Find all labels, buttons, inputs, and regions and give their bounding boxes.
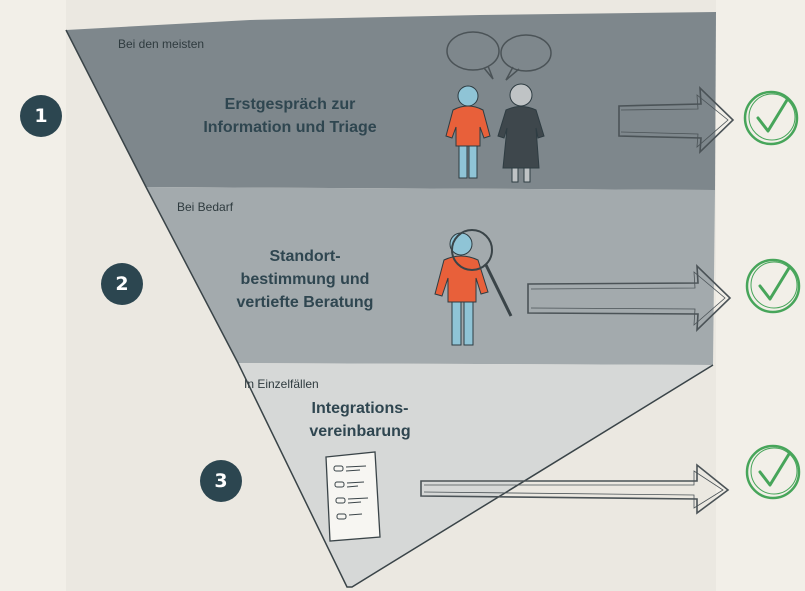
- checklist-document-icon: [325, 451, 381, 542]
- level-1-title-line: Information und Triage: [203, 119, 377, 136]
- arrow-icon-2: [527, 263, 732, 333]
- funnel-outline: [65, 29, 714, 588]
- funnel-level-2: [146, 187, 715, 365]
- frequency-label-3: In Einzelfällen: [244, 377, 319, 391]
- funnel-level-1: [66, 12, 716, 190]
- frequency-label-2: Bei Bedarf: [177, 200, 234, 214]
- level-1-title-line: Erstgespräch zur: [224, 96, 356, 113]
- check-icon-3: [745, 444, 801, 500]
- step-badge-2: 2: [101, 263, 143, 305]
- check-icon-2: [745, 258, 801, 314]
- level-1-title: Erstgespräch zur Information und Triage: [160, 93, 420, 139]
- step-badge-1: 1: [20, 95, 62, 137]
- arrow-icon-1: [618, 85, 735, 155]
- level-3-title-line: vereinbarung: [309, 423, 411, 440]
- level-3-title: Integrations- vereinbarung: [290, 397, 430, 443]
- arrow-icon-3: [420, 463, 730, 515]
- two-people-talking-icon: [445, 31, 552, 183]
- step-badge-3: 3: [200, 460, 242, 502]
- person-magnifier-icon: [434, 229, 513, 346]
- level-2-title-line: bestimmung und: [240, 271, 370, 288]
- level-3-title-line: Integrations-: [311, 400, 409, 417]
- frequency-label-1: Bei den meisten: [118, 37, 205, 51]
- check-icon-1: [743, 90, 799, 146]
- level-2-title: Standort- bestimmung und vertiefte Berat…: [210, 245, 400, 314]
- level-2-title-line: Standort-: [269, 248, 341, 265]
- level-2-title-line: vertiefte Beratung: [236, 294, 374, 311]
